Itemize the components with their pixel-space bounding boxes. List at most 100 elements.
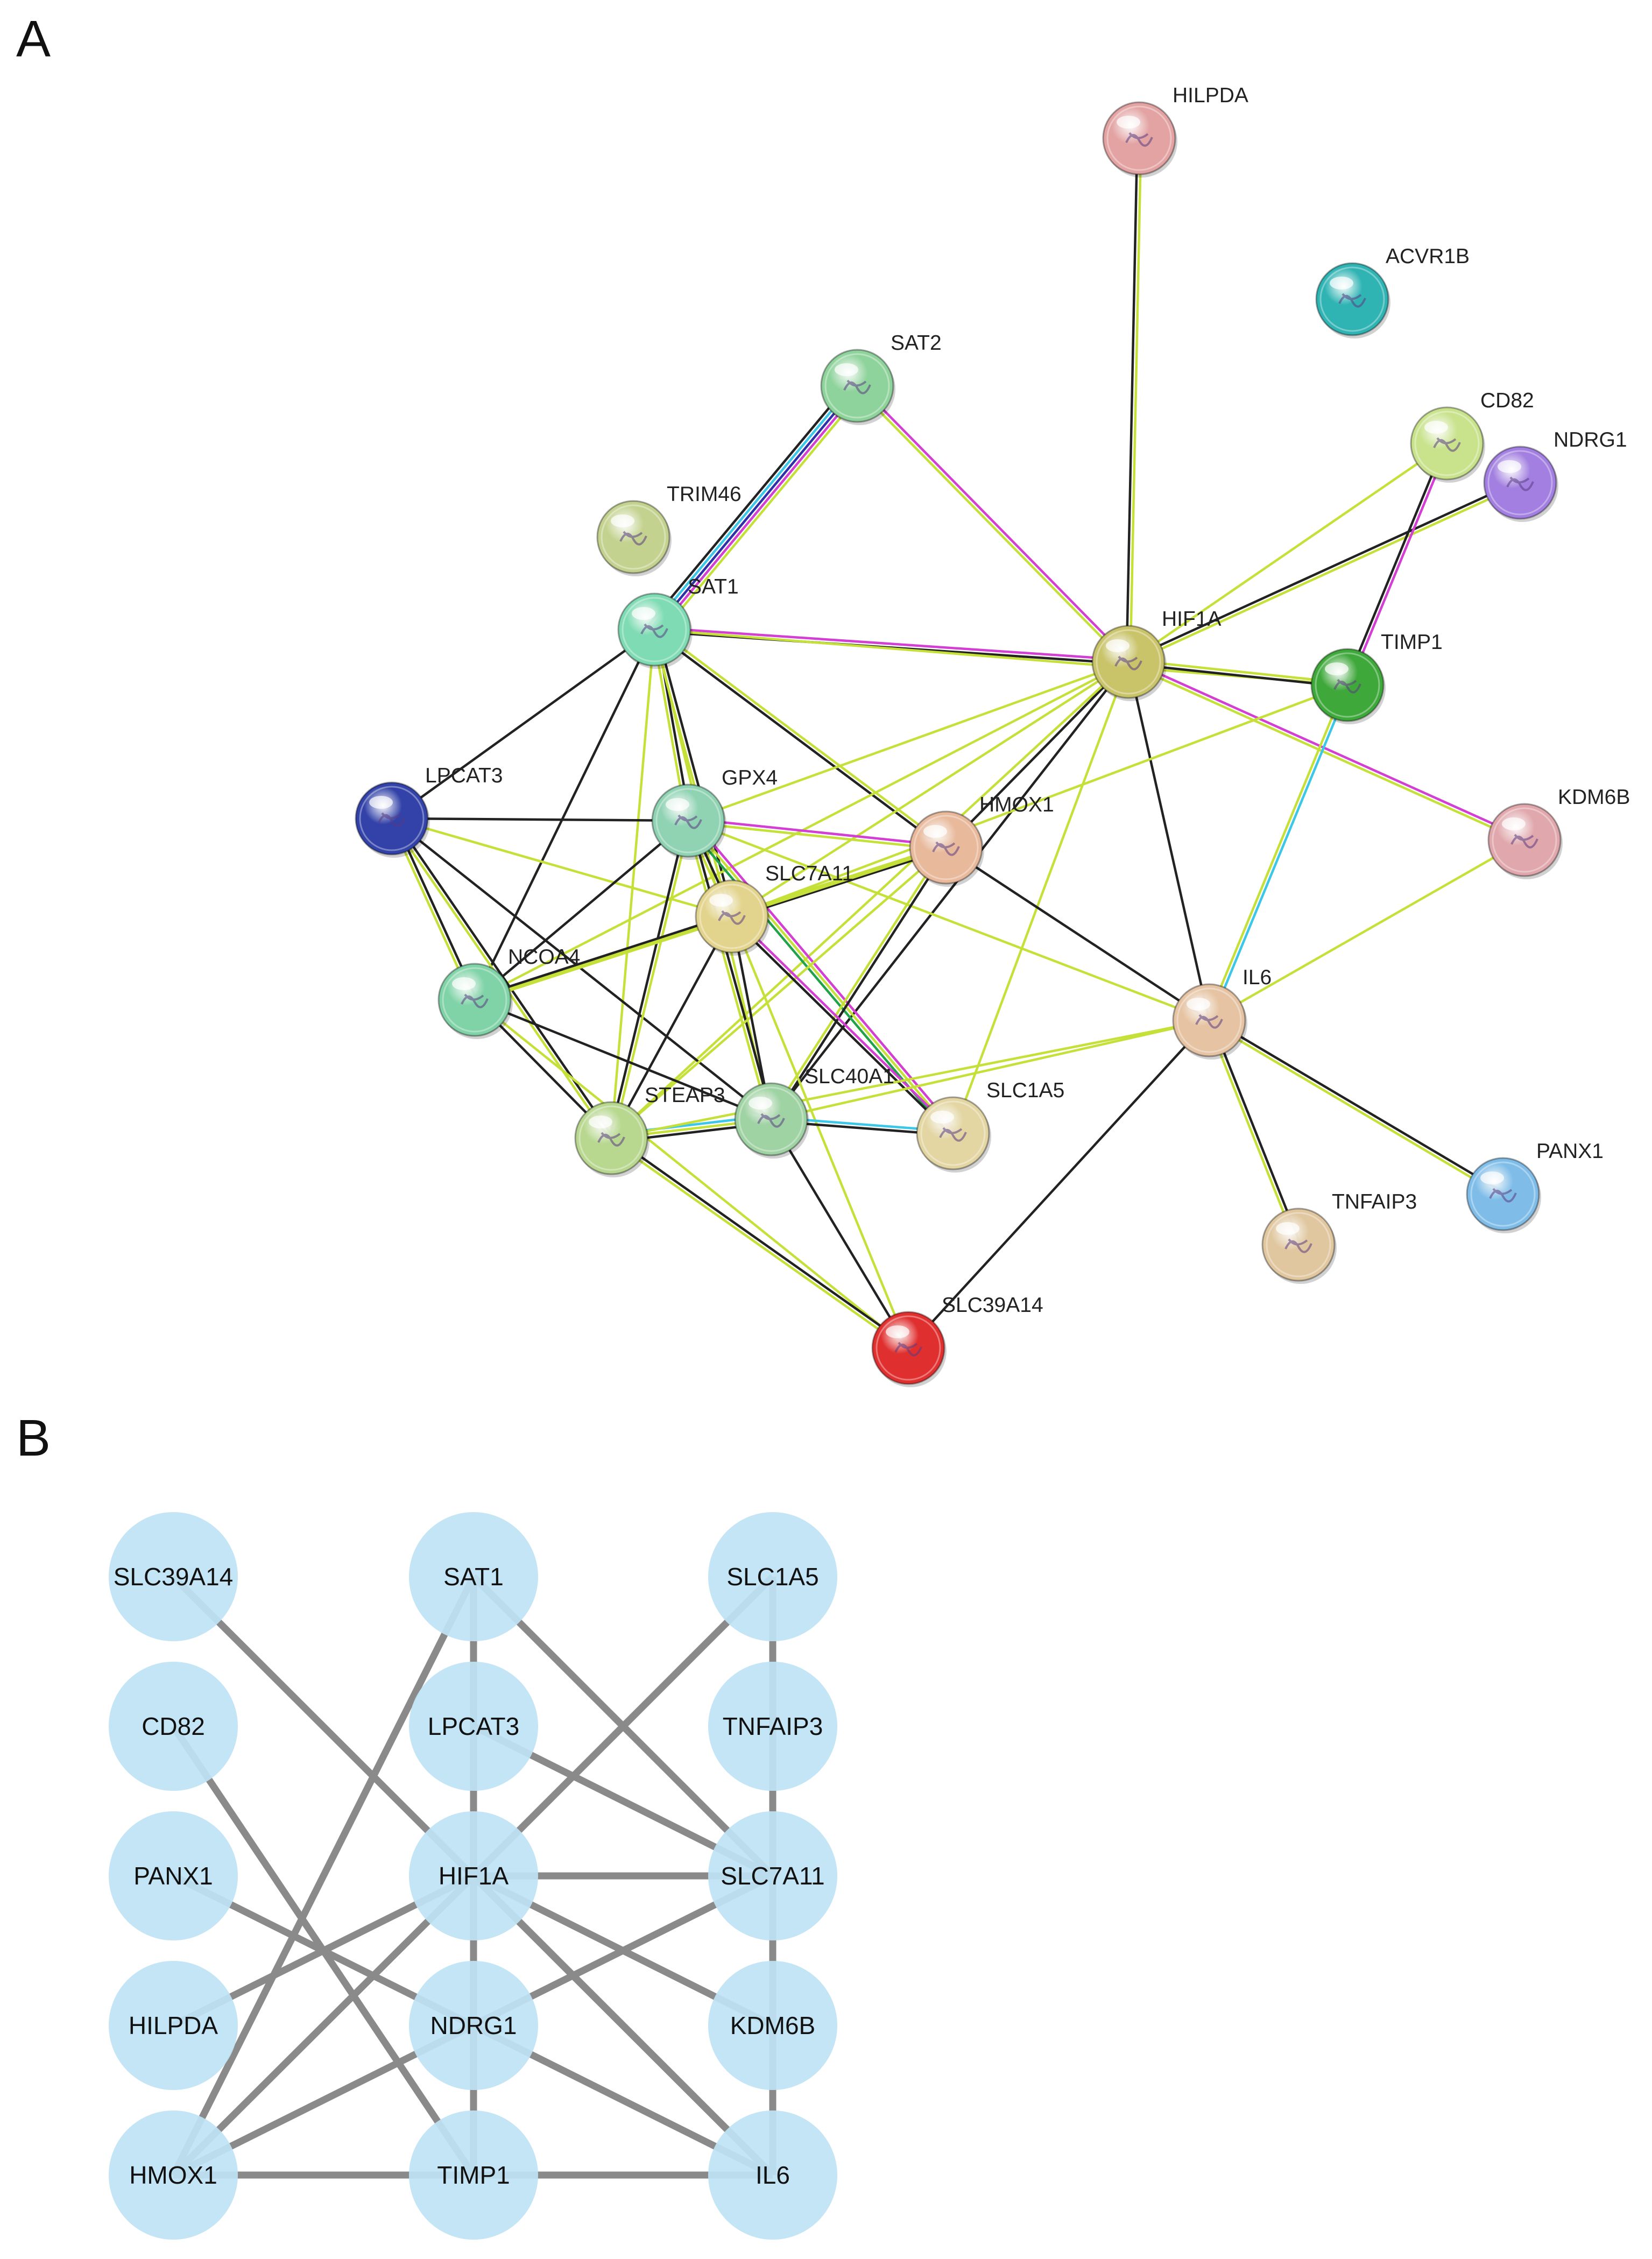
- node-PANX1[interactable]: PANX1: [1466, 1140, 1604, 1233]
- node-TIMP1[interactable]: TIMP1: [409, 2110, 538, 2240]
- edge-line-textmining: [611, 1019, 1210, 1140]
- edge-line-textmining: [731, 844, 946, 916]
- node-NDRG1[interactable]: NDRG1: [1483, 428, 1627, 522]
- node-LPCAT3[interactable]: LPCAT3: [409, 1662, 538, 1791]
- edge-line-experiments: [654, 626, 1129, 661]
- node-ACVR1B[interactable]: ACVR1B: [1315, 245, 1470, 338]
- node-label-PANX1: PANX1: [1536, 1140, 1604, 1163]
- edge-line-combined: [732, 848, 947, 920]
- edge-KDM6B-IL6: [1208, 839, 1526, 1021]
- node-label-TNFAIP3: TNFAIP3: [723, 1712, 823, 1740]
- node-rim: [920, 1100, 986, 1166]
- node-label-IL6: IL6: [1242, 966, 1272, 989]
- node-TNFAIP3[interactable]: TNFAIP3: [1261, 1190, 1417, 1284]
- edge-line-combined: [1210, 1019, 1302, 1245]
- node-label-HMOX1: HMOX1: [129, 2161, 217, 2189]
- edge-STEAP3-SLC39A14: [609, 1135, 910, 1351]
- node-circle: [409, 1811, 538, 1940]
- node-NCOA4[interactable]: NCOA4: [437, 945, 580, 1039]
- node-label-CD82: CD82: [1480, 389, 1534, 412]
- edge-line-combined: [945, 846, 1210, 1021]
- edge-line-textmining: [1127, 442, 1448, 663]
- node-highlight: [1424, 421, 1448, 434]
- edge-line-textmining: [475, 917, 733, 1003]
- node-label-GPX4: GPX4: [722, 766, 778, 789]
- node-SLC40A1[interactable]: SLC40A1: [734, 1065, 894, 1159]
- edge-layer-a: [389, 138, 1526, 1351]
- node-SLC39A14[interactable]: SLC39A14: [109, 1512, 238, 1641]
- edge-line-combined: [907, 1019, 1210, 1349]
- node-HILPDA[interactable]: HILPDA: [1102, 84, 1248, 178]
- edge-line-textmining: [731, 661, 1129, 917]
- node-label-KDM6B: KDM6B: [730, 2011, 815, 2039]
- edge-line-experiments: [732, 914, 956, 1133]
- edge-line-combined: [473, 629, 656, 1000]
- node-highlight: [369, 796, 393, 809]
- protein-structure-icon: [894, 1342, 922, 1357]
- edge-line-textmining: [855, 386, 1128, 665]
- node-circle: [409, 2110, 538, 2240]
- node-STEAP3[interactable]: STEAP3: [574, 1084, 725, 1177]
- edge-NCOA4-SLC39A14: [474, 999, 909, 1349]
- node-highlight: [589, 1116, 612, 1128]
- node-PANX1[interactable]: PANX1: [109, 1811, 238, 1940]
- edge-line-combined: [770, 1118, 909, 1349]
- node-circle: [409, 1961, 538, 2090]
- node-HMOX1[interactable]: HMOX1: [909, 793, 1054, 887]
- node-KDM6B[interactable]: KDM6B: [708, 1961, 837, 2090]
- node-TNFAIP3[interactable]: TNFAIP3: [708, 1662, 837, 1791]
- node-SAT2[interactable]: SAT2: [820, 331, 942, 425]
- node-IL6[interactable]: IL6: [1172, 966, 1272, 1060]
- node-highlight: [611, 514, 634, 527]
- edge-line-combined: [391, 817, 689, 822]
- protein-structure-icon: [597, 1132, 625, 1147]
- node-SLC7A11[interactable]: SLC7A11: [708, 1811, 837, 1940]
- edge-HMOX1-SLC40A1: [768, 845, 949, 1121]
- node-label-TIMP1: TIMP1: [1381, 631, 1443, 654]
- edge-HIF1A-SLC7A11: [731, 661, 1129, 917]
- edge-SAT1-NCOA4: [473, 629, 656, 1000]
- edge-HMOX1-HIF1A: [171, 1873, 476, 2178]
- node-label-SLC7A11: SLC7A11: [721, 1862, 825, 1890]
- edge-line-combined: [1127, 661, 1211, 1021]
- node-label-SAT2: SAT2: [891, 331, 942, 355]
- node-CD82[interactable]: CD82: [109, 1662, 238, 1791]
- node-label-LPCAT3: LPCAT3: [425, 764, 503, 787]
- node-CD82[interactable]: CD82: [1410, 389, 1534, 483]
- node-SAT1[interactable]: SAT1: [409, 1512, 538, 1641]
- node-highlight: [1480, 1171, 1504, 1184]
- edge-IL6-TNFAIP3: [1206, 1019, 1302, 1246]
- node-LPCAT3[interactable]: LPCAT3: [355, 764, 503, 858]
- node-SLC7A11[interactable]: SLC7A11: [695, 862, 853, 956]
- node-HIF1A[interactable]: HIF1A: [409, 1811, 538, 1940]
- node-TIMP1[interactable]: TIMP1: [1310, 631, 1443, 724]
- edge-NCOA4-SLC40A1: [474, 998, 772, 1121]
- node-SLC1A5[interactable]: SLC1A5: [916, 1079, 1064, 1173]
- node-SLC1A5[interactable]: SLC1A5: [708, 1512, 837, 1641]
- node-highlight: [1498, 460, 1521, 473]
- node-GPX4[interactable]: GPX4: [651, 766, 778, 860]
- node-KDM6B[interactable]: KDM6B: [1487, 786, 1630, 879]
- node-HIF1A[interactable]: HIF1A: [1091, 608, 1222, 701]
- edge-line-experiments: [1128, 659, 1526, 839]
- node-NDRG1[interactable]: NDRG1: [409, 1961, 538, 2090]
- node-highlight: [923, 825, 947, 838]
- node-IL6[interactable]: IL6: [708, 2110, 837, 2240]
- edge-line-textmining: [688, 819, 1210, 1022]
- edge-line-combined: [608, 820, 688, 1138]
- node-rim: [1315, 652, 1380, 718]
- node-HILPDA[interactable]: HILPDA: [109, 1961, 238, 2090]
- node-SLC39A14[interactable]: SLC39A14: [871, 1294, 1043, 1387]
- node-TRIM46[interactable]: TRIM46: [596, 483, 742, 576]
- node-HMOX1[interactable]: HMOX1: [109, 2110, 238, 2240]
- node-rim: [578, 1105, 644, 1171]
- edge-HMOX1-SAT1: [170, 1575, 477, 2177]
- node-highlight: [632, 607, 655, 620]
- node-highlight: [835, 363, 858, 376]
- node-circle: [708, 1512, 837, 1641]
- node-rim: [1106, 105, 1172, 171]
- edge-SAT1-LPCAT3: [391, 629, 655, 820]
- node-rim: [913, 815, 979, 880]
- node-SAT1[interactable]: SAT1: [617, 575, 739, 669]
